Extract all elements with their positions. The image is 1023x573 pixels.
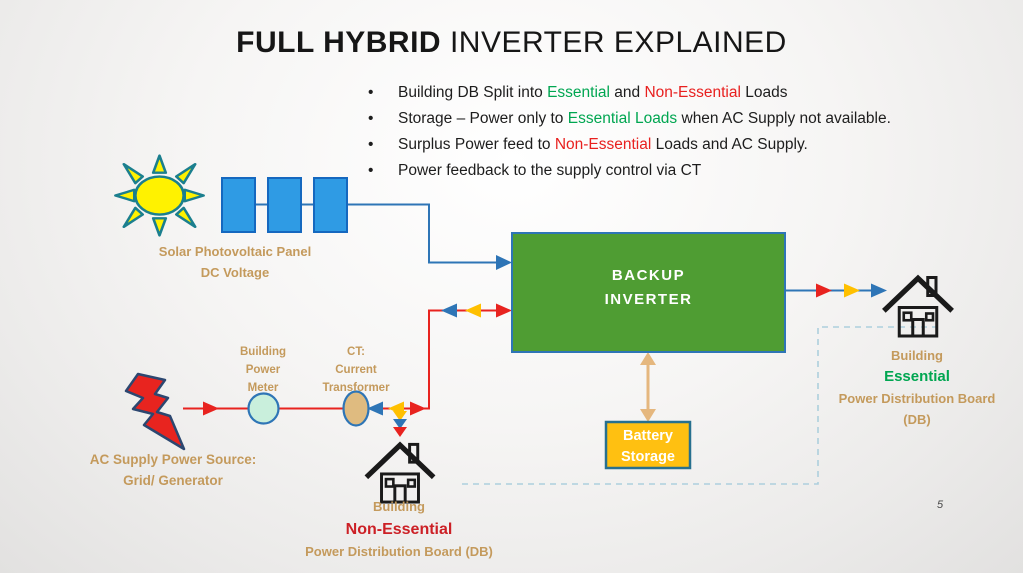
battery-arrow-up — [640, 352, 656, 365]
non-essential-text: Non-Essential — [345, 521, 453, 538]
bullet-marker: • — [368, 162, 374, 179]
dashed-feedback-line — [462, 326, 938, 485]
down-arrow-yellow — [393, 411, 407, 421]
solar-panel-array — [221, 177, 348, 233]
out-arrow-red — [816, 283, 832, 298]
ct-arrow-blue-left — [367, 401, 383, 416]
bullet-item-1: • Building DB Split into Essential and N… — [362, 83, 992, 102]
house-essential-icon — [886, 278, 951, 337]
battery-storage-box — [604, 420, 692, 470]
bullet-marker: • — [368, 84, 374, 101]
battery-arrow-down — [640, 409, 656, 422]
bullet-text-3: Surplus Power feed to Non-Essential Load… — [398, 136, 808, 153]
ct-arrow-red-right — [410, 401, 426, 416]
bullet-item-2: • Storage – Power only to Essential Load… — [362, 109, 992, 128]
ac-supply-label: AC Supply Power Source: Grid/ Generator — [89, 452, 257, 488]
page-number: 5 — [936, 499, 944, 511]
solar-panel-label: Solar Photovoltaic Panel DC Voltage — [158, 244, 312, 280]
ac-line — [183, 309, 497, 410]
bullet-text-1: Building DB Split into Essential and Non… — [398, 84, 788, 101]
house-non-essential-icon — [368, 444, 432, 502]
bullet-marker: • — [368, 136, 374, 153]
page-title: FULL HYBRID INVERTER EXPLAINED — [0, 26, 1023, 60]
inverter-in-arrow-red-right — [496, 303, 512, 318]
bullet-marker: • — [368, 110, 374, 127]
bullet-item-4: • Power feedback to the supply control v… — [362, 161, 992, 180]
building-power-meter-label: Building Power Meter — [240, 346, 286, 394]
title-regular-part: INVERTER EXPLAINED — [441, 26, 787, 59]
battery-storage-label: Battery Storage — [621, 428, 675, 465]
building-non-essential-label: Building Non-Essential Power Distributio… — [289, 496, 509, 563]
inverter-in-arrow-yellow-left — [465, 303, 481, 318]
solar-panel-1 — [221, 177, 256, 233]
sun-icon — [114, 154, 205, 237]
bullet-text-2: Storage – Power only to Essential Loads … — [398, 110, 891, 127]
lightning-bolt-icon — [124, 372, 186, 451]
bullet-item-3: • Surplus Power feed to Non-Essential Lo… — [362, 135, 992, 154]
down-arrow-blue — [393, 419, 407, 429]
dc-arrow-into-inverter — [496, 255, 512, 270]
building-essential-label: Building Essential Power Distribution Bo… — [827, 345, 1007, 430]
out-arrow-yellow — [844, 283, 860, 298]
backup-inverter-box — [511, 232, 786, 353]
title-bold-part: FULL HYBRID — [236, 26, 442, 59]
bullet-list: • Building DB Split into Essential and N… — [362, 83, 992, 187]
ct-transformer-label: CT: Current Transformer — [322, 346, 390, 394]
essential-text: Essential — [884, 368, 950, 385]
solar-panel-2 — [267, 177, 302, 233]
out-arrow-blue — [871, 283, 887, 298]
down-arrow-red — [393, 427, 407, 437]
inverter-in-arrow-blue-left — [441, 303, 457, 318]
ct-ellipse — [342, 390, 370, 427]
ac-arrow-right — [203, 401, 219, 416]
power-meter-circle — [247, 392, 280, 425]
bullet-text-4: Power feedback to the supply control via… — [398, 162, 702, 179]
solar-panel-3 — [313, 177, 348, 233]
backup-inverter-label: BACKUP INVERTER — [604, 267, 693, 308]
